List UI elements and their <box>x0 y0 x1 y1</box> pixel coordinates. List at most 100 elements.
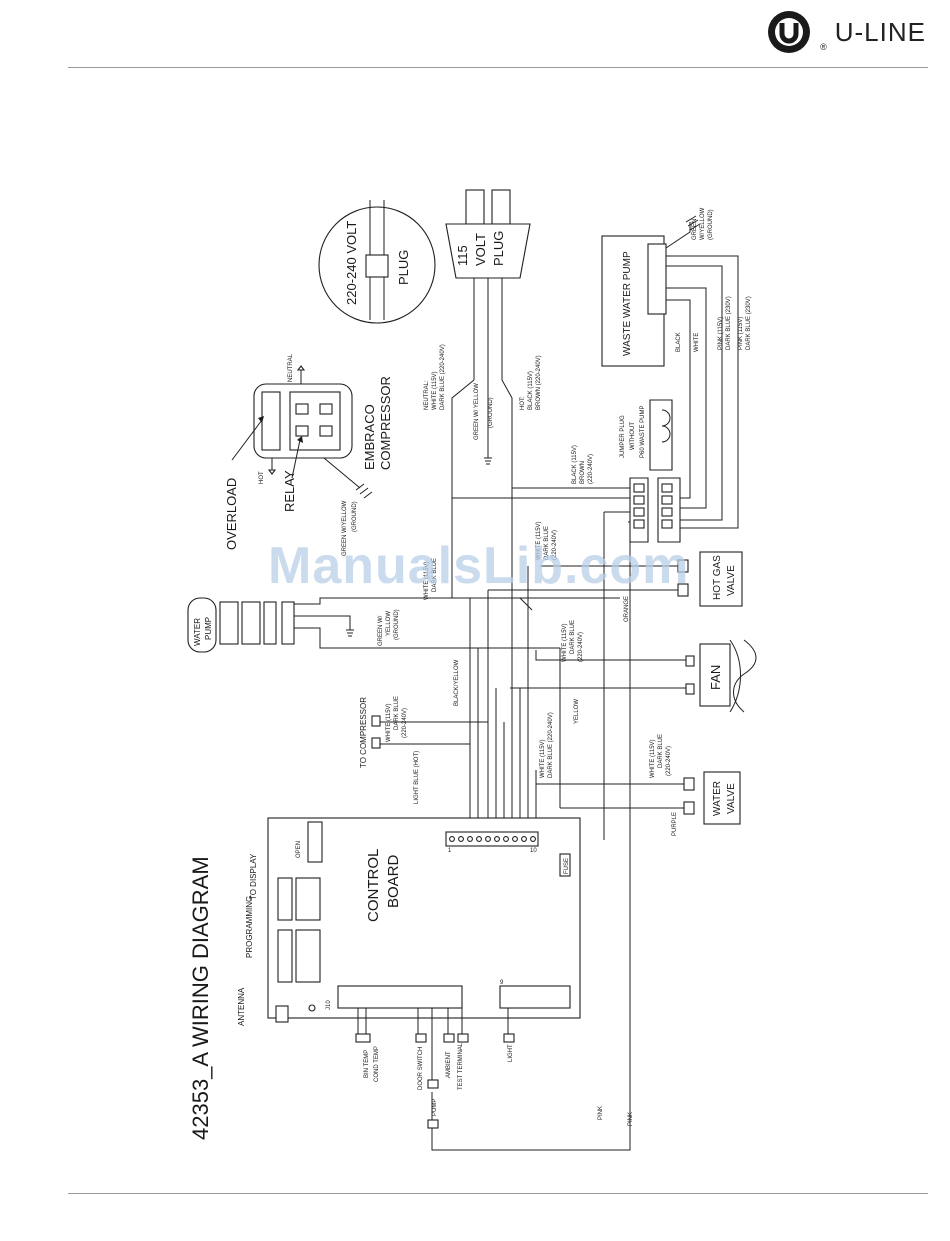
door-switch-label: DOOR SWITCH <box>418 1047 424 1090</box>
wdb1-1: WHITE (115V) <box>536 521 542 560</box>
u-line-logo-icon <box>768 11 811 53</box>
overload-label: OVERLOAD <box>224 478 239 550</box>
wdb6-2: DARK BLUE <box>432 558 438 592</box>
neutral-wire-1: NEUTRAL: <box>424 380 430 410</box>
compressor-group: NEUTRAL HOT OVERLOAD RELAY EMBRACO COMPR… <box>224 353 393 556</box>
diagram-title: 42353_A WIRING DIAGRAM <box>188 856 213 1140</box>
hot-gas-valve-group: HOT GAS VALVE ORANGE <box>488 551 743 622</box>
wp-pink-1: PINK (115V) <box>718 317 724 350</box>
black-yellow-label: BLACK/YELLOW <box>454 659 460 706</box>
plug-220-label: 220-240 VOLT <box>344 221 359 305</box>
hot-wire-2: BLACK (115V) <box>528 371 534 410</box>
wdb4-1: WHITE (115V) <box>540 739 546 778</box>
wdb5-2: DARK BLUE <box>658 734 664 768</box>
header-divider <box>68 67 928 68</box>
embraco-label-1: EMBRACO <box>362 404 377 470</box>
harness-wires: WHITE (115V) DARK BLUE (220-240V) WHITE … <box>424 488 672 834</box>
to-compressor-label: TO COMPRESSOR <box>359 697 368 768</box>
control-board: 1 10 OPEN CONTROL BOARD FUSE J10 9 ANTEN… <box>237 817 634 1151</box>
jumper-plug-group: JUMPER PLUG WITHOUT P60 WASTE PUMP BLACK… <box>572 399 681 1090</box>
yellow-label: YELLOW <box>574 699 580 724</box>
wp-pink-4: DARK BLUE (230V) <box>746 296 752 350</box>
j10-label: J10 <box>326 1000 332 1010</box>
wp-ground-1: GREEN <box>692 219 698 240</box>
bb-label-3: (220-240V) <box>588 454 594 484</box>
bin-temp-label: BIN TEMP <box>364 1050 370 1078</box>
water-pump-label-1: WATER <box>193 618 202 646</box>
wp-gnd-1: GREEN W/ <box>378 615 384 646</box>
cond-temp-label: COND TEMP <box>374 1046 380 1082</box>
ambient-label: AMBIENT <box>446 1051 452 1078</box>
wdb3-1: WHITE (115V) <box>386 703 392 742</box>
wp-ground-3: (GROUND) <box>708 209 714 240</box>
waste-pump-group: WASTE WATER PUMP GREEN W/YELLOW (GROUND)… <box>601 207 752 529</box>
brand-name: U-LINE <box>834 16 926 47</box>
wdb2-1: WHITE (115V) <box>562 623 568 662</box>
hot-wire-3: BROWN (220-240V) <box>536 355 542 410</box>
wp-ground-2: W/YELLOW <box>700 207 706 240</box>
embraco-label-2: COMPRESSOR <box>378 376 393 470</box>
wdb3-2: DARK BLUE <box>394 696 400 730</box>
jumper-label-3: P60 WASTE PUMP <box>640 406 646 458</box>
wdb5-1: WHITE (115V) <box>650 739 656 778</box>
wp-white: WHITE <box>694 333 700 352</box>
fan-label: FAN <box>708 665 723 690</box>
orange-label: ORANGE <box>624 596 630 622</box>
control-label-1: CONTROL <box>365 849 382 922</box>
registered-mark: ® <box>820 42 827 52</box>
plug-115-group: 115 VOLT PLUG NEUTRAL: WHITE (115V) DARK… <box>424 189 640 499</box>
plug-220-group: 220-240 VOLT PLUG <box>318 200 436 324</box>
antenna-label: ANTENNA <box>237 987 246 1026</box>
wdb1-3: (220-240V) <box>552 530 558 560</box>
plug-220-label-2: PLUG <box>396 250 411 285</box>
to-compressor-group: TO COMPRESSOR WHITE (115V) DARK BLUE (22… <box>359 659 488 804</box>
to-display-label: TO DISPLAY <box>249 853 258 900</box>
neutral-wire-3: DARK BLUE (220-240V) <box>440 344 446 410</box>
pink-label-2: PINK <box>628 1112 634 1126</box>
wdb6-1: WHITE (115V) <box>424 561 430 600</box>
pump-label: PUMP <box>432 1099 438 1116</box>
board-top-connector <box>449 836 536 842</box>
plug-115-label-3: PLUG <box>491 231 506 266</box>
wdb2-3: (220-240V) <box>578 632 584 662</box>
test-terminal-label: TEST TERMINAL <box>458 1042 464 1090</box>
brand-logo: ® U-LINE <box>766 8 926 56</box>
wdb3-3: (220-240V) <box>402 708 408 738</box>
pin-9-label: 9 <box>500 980 504 986</box>
relay-label: RELAY <box>282 470 297 512</box>
hot-wire-1: HOT: <box>520 396 526 410</box>
fuse-label: FUSE <box>564 858 570 874</box>
wp-gnd-2: YELLOW <box>386 611 392 636</box>
wdb4-2: DARK BLUE (220-240V) <box>548 712 554 778</box>
pink-label-1: PINK <box>598 1106 604 1120</box>
programming-label: PROGRAMMING <box>245 896 254 958</box>
light-blue-label: LIGHT BLUE (HOT) <box>414 751 420 804</box>
neutral-label: NEUTRAL <box>288 353 294 382</box>
hot-gas-label-1: HOT GAS <box>712 555 723 600</box>
footer-divider <box>68 1193 928 1194</box>
wdb1-2: DARK BLUE <box>544 526 550 560</box>
wp-pink-2: DARK BLUE (230V) <box>726 296 732 350</box>
water-pump-group: WATER PUMP GREEN W/ YELLOW (GROUND) <box>187 597 620 653</box>
waste-pump-label: WASTE WATER PUMP <box>622 251 633 356</box>
wdb2-2: DARK BLUE <box>570 620 576 654</box>
wdb5-3: (220-240V) <box>666 746 672 776</box>
pin-1-label: 1 <box>448 848 452 854</box>
plug-115-label-1: 115 <box>455 245 470 266</box>
plug-ground-2: (GROUND) <box>488 397 494 428</box>
light-label: LIGHT <box>508 1044 514 1062</box>
bb-label-1: BLACK (115V) <box>572 445 578 484</box>
open-label: OPEN <box>296 841 302 858</box>
plug-115-label-2: VOLT <box>473 233 488 266</box>
pin-10-label: 10 <box>530 848 537 854</box>
jumper-label-2: WITHOUT <box>630 422 636 450</box>
jumper-label-1: JUMPER PLUG <box>620 415 626 458</box>
hot-label: HOT <box>259 471 265 484</box>
water-valve-label-1: WATER <box>712 781 723 816</box>
fan-group: FAN <box>510 639 757 713</box>
water-pump-label-2: PUMP <box>204 617 213 640</box>
hot-gas-label-2: VALVE <box>726 565 737 596</box>
wp-gnd-3: (GROUND) <box>394 609 400 640</box>
bb-label-2: BROWN <box>580 461 586 484</box>
